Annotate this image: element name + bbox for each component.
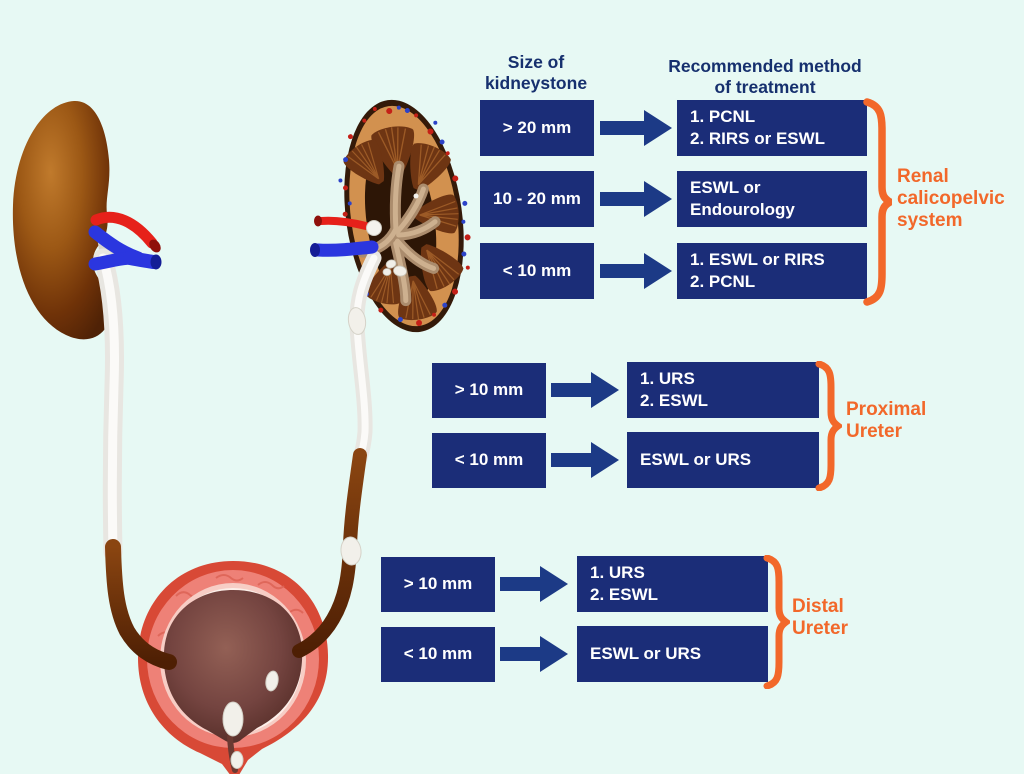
size-value: 10 - 20 mm <box>493 188 581 208</box>
size-value: > 10 mm <box>454 380 524 400</box>
treatment-column-header: Recommended method of treatment <box>668 56 862 97</box>
curly-brace-icon <box>762 554 792 694</box>
curly-brace-icon <box>862 98 898 311</box>
section-label-proximal-ureter: Proximal Ureter <box>846 399 927 443</box>
arrow-right-icon <box>500 634 568 679</box>
size-box-proximal-row1: > 10 mm <box>432 363 546 418</box>
treatment-box-renal-row2: ESWL or Endourology <box>677 171 867 227</box>
renal-vein <box>311 240 379 257</box>
treatment-box-distal-row1: 1. URS 2. ESWL <box>577 556 768 612</box>
size-value: > 10 mm <box>403 574 473 594</box>
size-value: < 10 mm <box>502 260 572 280</box>
treatment-box-renal-row3: 1. ESWL or RIRS 2. PCNL <box>677 243 867 299</box>
size-box-distal-row2: < 10 mm <box>381 627 495 682</box>
size-box-renal-row3: < 10 mm <box>480 243 594 299</box>
treatment-box-proximal-row2: ESWL or URS <box>627 432 819 488</box>
treatment-value: ESWL or URS <box>640 449 752 469</box>
cortex-veins-dots <box>338 105 468 323</box>
treatment-value: 1. URS 2. ESWL <box>590 562 659 604</box>
kidney-stones <box>366 193 419 277</box>
section-label-renal-calicopelvic: Renal calicopelvic system <box>897 166 1005 232</box>
size-box-renal-row2: 10 - 20 mm <box>480 171 594 227</box>
ureter-stone <box>340 536 362 566</box>
urinary-system-illustration <box>12 99 471 774</box>
renal-artery <box>90 211 158 249</box>
arrow-right-icon <box>600 251 672 296</box>
bladder <box>138 561 329 774</box>
treatment-value: 1. URS 2. ESWL <box>640 368 709 410</box>
right-ureter <box>347 250 382 466</box>
treatment-box-distal-row2: ESWL or URS <box>577 626 768 682</box>
renal-vessels-cross-section <box>310 215 379 257</box>
size-box-renal-row1: > 20 mm <box>480 100 594 156</box>
arrow-right-icon <box>500 564 568 609</box>
distal-ureters <box>105 448 367 670</box>
size-value: > 20 mm <box>502 117 572 137</box>
curly-brace-icon <box>814 360 844 496</box>
arrow-right-icon <box>551 440 619 485</box>
treatment-box-proximal-row1: 1. URS 2. ESWL <box>627 362 819 418</box>
renal-vessels-left-kidney <box>88 211 162 271</box>
arrow-right-icon <box>551 370 619 415</box>
treatment-value: 1. ESWL or RIRS 2. PCNL <box>690 249 825 291</box>
treatment-value: ESWL or Endourology <box>690 177 795 219</box>
size-box-distal-row1: > 10 mm <box>381 557 495 612</box>
treatment-box-renal-row1: 1. PCNL 2. RIRS or ESWL <box>677 100 867 156</box>
ureter-stone <box>347 307 367 335</box>
size-value: < 10 mm <box>454 450 524 470</box>
section-label-distal-ureter: Distal Ureter <box>792 596 848 640</box>
bladder-stones <box>222 670 279 769</box>
arrow-right-icon <box>600 108 672 153</box>
treatment-value: 1. PCNL 2. RIRS or ESWL <box>690 106 826 148</box>
arrow-right-icon <box>600 179 672 224</box>
size-column-header: Size of kidneystone <box>484 52 588 93</box>
renal-artery <box>317 216 370 230</box>
left-ureter <box>93 248 125 562</box>
size-value: < 10 mm <box>403 644 473 664</box>
size-box-proximal-row2: < 10 mm <box>432 433 546 488</box>
treatment-value: ESWL or URS <box>590 643 702 663</box>
